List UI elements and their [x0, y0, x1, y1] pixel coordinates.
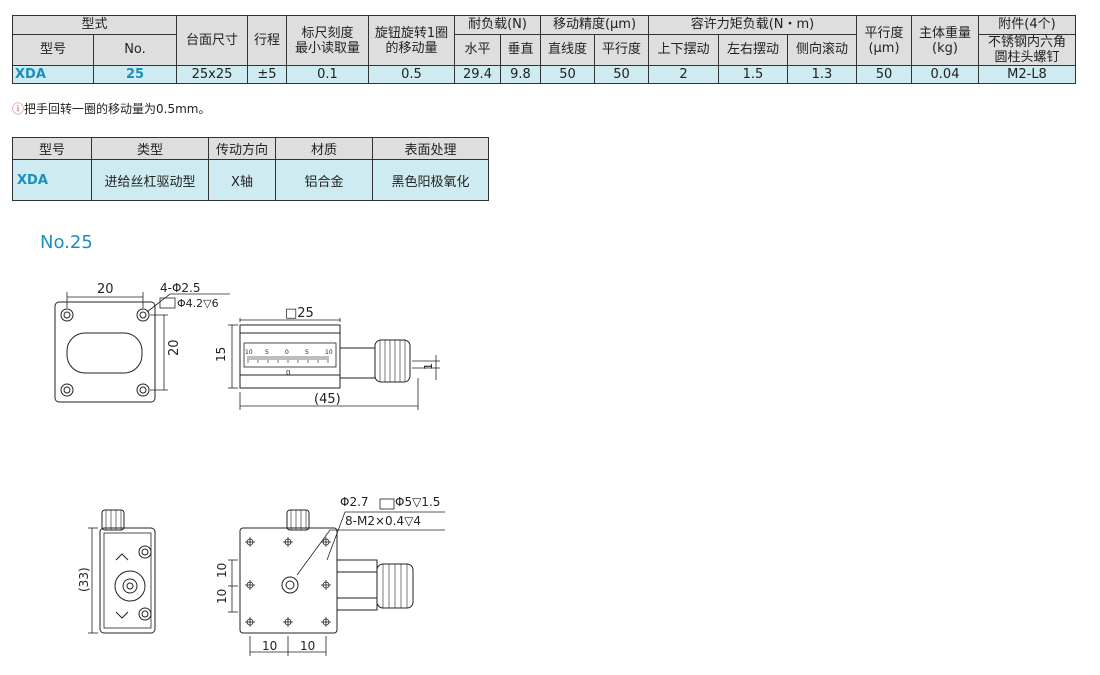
- dim-holes: 4-Φ2.5: [160, 281, 201, 295]
- props-cell-direction: X轴: [208, 159, 276, 201]
- scale-mark-label: 5: [265, 349, 269, 356]
- spec-group-moment: 容许力矩负载(N・m): [648, 15, 857, 35]
- spec-col-parallelism-label: 平行度: [864, 25, 904, 41]
- props-cell-material: 铝合金: [275, 159, 373, 201]
- top-view-drawing: [54, 292, 230, 403]
- spec-group-type: 型式: [12, 15, 177, 35]
- spec-cell-no: 25: [93, 65, 177, 84]
- tap-holes: [245, 537, 331, 627]
- spec-cell-scale-min: 0.1: [286, 65, 369, 84]
- dim-10-d: 10: [300, 639, 315, 653]
- spec-cell-load-h: 29.4: [454, 65, 501, 84]
- dim-45: (45): [314, 392, 341, 407]
- plan-view-body: [239, 527, 338, 634]
- spec-cell-model: XDA: [12, 65, 94, 84]
- spec-col-knob-line1: 旋钮旋转1圈: [374, 25, 449, 41]
- spec-col-accessory-line1: 不锈钢内六角: [987, 35, 1066, 50]
- warning-icon: ⓘ: [12, 102, 25, 116]
- spec-col-scale: 标尺刻度 最小读取量: [286, 15, 369, 66]
- dim-pin: Φ2.7: [340, 495, 369, 509]
- dim-10-c: 10: [262, 639, 277, 653]
- top-view-body: [54, 301, 156, 403]
- dim-10-a: 10: [215, 563, 229, 578]
- top-view-holes: [60, 308, 150, 397]
- spec-col-no: No.: [93, 34, 177, 66]
- spec-col-horizontal: 水平: [454, 34, 501, 66]
- front-view-drawing: [228, 318, 440, 410]
- spec-cell-pitch: 2: [648, 65, 719, 84]
- plan-view-housing: [336, 559, 378, 611]
- spec-col-weight-unit: (kg): [932, 40, 958, 56]
- spec-col-parallelism-unit: (μm): [868, 40, 900, 56]
- feed-screw-housing: [339, 347, 376, 379]
- spec-col-model: 型号: [12, 34, 94, 66]
- spec-cell-parallel-move: 50: [594, 65, 649, 84]
- spec-cell-knob-move: 0.5: [368, 65, 455, 84]
- dim-15: 15: [214, 347, 228, 362]
- props-cell-model: XDA: [12, 159, 92, 201]
- spec-col-straightness: 直线度: [540, 34, 595, 66]
- spec-cell-table-size: 25x25: [176, 65, 248, 84]
- dim-pin-cbore: Φ5▽1.5: [395, 495, 440, 509]
- dim-tap: 8-M2×0.4▽4: [345, 514, 421, 528]
- spec-col-weight: 主体重量 (kg): [911, 15, 979, 66]
- drawing-title: No.25: [40, 232, 93, 253]
- scale-zero-label: 0: [286, 369, 290, 377]
- dim-square: □25: [285, 306, 314, 321]
- side-view-body: [99, 527, 156, 634]
- scale-mark-label: 5: [305, 349, 309, 356]
- dim-20-top: 20: [97, 282, 114, 297]
- top-view-slot: [66, 332, 143, 374]
- props-table: 型号 类型 传动方向 材质 表面处理 XDA 进给丝杠驱动型 X轴 铝合金 黑色…: [12, 137, 489, 201]
- scale-mark-label: 10: [325, 349, 333, 356]
- spec-col-knob-line2: 的移动量: [385, 40, 438, 56]
- spec-row-xda-25: XDA 25 25x25 ±5 0.1 0.5 29.4 9.8 50 50 2…: [12, 65, 1076, 84]
- spec-col-scale-line2: 最小读取量: [294, 40, 360, 56]
- dim-1: 1: [422, 363, 435, 370]
- plan-view-knob: [286, 509, 310, 531]
- spec-cell-yaw: 1.5: [718, 65, 788, 84]
- spec-col-stroke: 行程: [247, 15, 287, 66]
- spec-cell-roll: 1.3: [787, 65, 857, 84]
- scale-mark-label: 0: [285, 349, 289, 356]
- footnote: ⓘ把手回转一圈的移动量为0.5mm。: [12, 100, 210, 117]
- spec-col-weight-label: 主体重量: [918, 25, 971, 41]
- side-view-knob: [101, 509, 125, 531]
- props-col-surface: 表面处理: [372, 137, 489, 160]
- dim-cbore: Φ4.2▽6: [177, 297, 219, 310]
- scale-plate: [243, 342, 337, 368]
- props-row-xda: XDA 进给丝杠驱动型 X轴 铝合金 黑色阳极氧化: [12, 159, 489, 201]
- props-col-material: 材质: [275, 137, 373, 160]
- dim-33: (33): [77, 567, 91, 592]
- dim-10-b: 10: [215, 589, 229, 604]
- spec-col-accessory: 不锈钢内六角 圆柱头螺钉: [978, 34, 1076, 66]
- scale-ticks: [247, 356, 329, 363]
- plan-view-drawing: [228, 498, 445, 656]
- knob: [374, 339, 411, 383]
- spec-cell-accessory: M2-L8: [978, 65, 1076, 84]
- spec-cell-straightness: 50: [540, 65, 595, 84]
- spec-group-precision: 移动精度(μm): [540, 15, 649, 35]
- spec-table: 型式 台面尺寸 行程 标尺刻度 最小读取量 旋钮旋转1圈 的移动量 耐负载(N)…: [12, 15, 1076, 84]
- props-cell-surface: 黑色阳极氧化: [372, 159, 489, 201]
- spec-col-pitch: 上下摆动: [648, 34, 719, 66]
- footnote-text: 把手回转一圈的移动量为0.5mm。: [24, 102, 211, 116]
- dim-20-side: 20: [167, 339, 182, 356]
- spec-col-scale-line1: 标尺刻度: [301, 25, 354, 41]
- spec-col-accessory-line2: 圆柱头螺钉: [994, 50, 1060, 65]
- spec-group-load: 耐负载(N): [454, 15, 541, 35]
- spec-cell-load-v: 9.8: [500, 65, 541, 84]
- side-view-drawing: [88, 509, 156, 634]
- props-col-direction: 传动方向: [208, 137, 276, 160]
- spec-col-yaw: 左右摆动: [718, 34, 788, 66]
- spec-group-accessory: 附件(4个): [978, 15, 1076, 35]
- scale-mark-label: 10: [245, 349, 253, 356]
- props-cell-type: 进给丝杠驱动型: [91, 159, 209, 201]
